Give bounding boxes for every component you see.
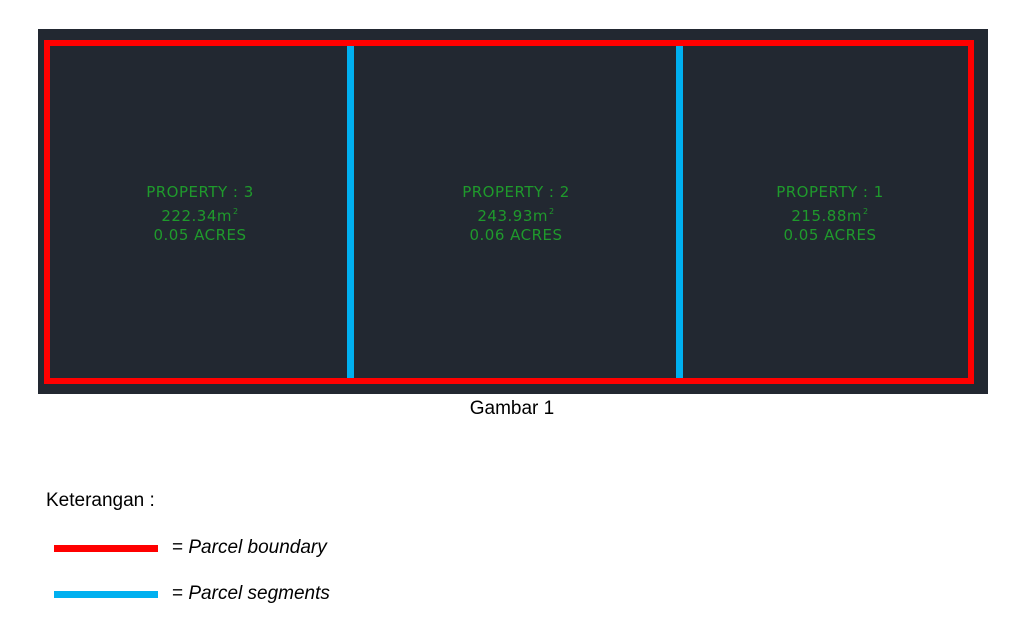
parcel-label-property-2: PROPERTY : 2 243.93m2 0.06 ACRES <box>416 183 616 245</box>
legend-item-parcel-segments: = Parcel segments <box>54 582 330 606</box>
parcel-name: PROPERTY : 3 <box>146 183 254 201</box>
parcel-acres: 0.05 ACRES <box>153 226 247 244</box>
legend-title: Keterangan : <box>46 490 155 511</box>
parcel-area: 222.34m2 <box>161 207 239 225</box>
legend-item-parcel-boundary: = Parcel boundary <box>54 536 327 560</box>
legend-label: = Parcel segments <box>172 583 330 604</box>
legend-label: = Parcel boundary <box>172 537 327 558</box>
parcel-label-property-1: PROPERTY : 1 215.88m2 0.05 ACRES <box>730 183 930 245</box>
parcel-area: 215.88m2 <box>791 207 869 225</box>
drawing-canvas <box>38 29 988 394</box>
parcel-segment-line-2 <box>676 46 683 378</box>
parcel-name: PROPERTY : 1 <box>776 183 884 201</box>
parcel-segment-line-1 <box>347 46 354 378</box>
parcel-area: 243.93m2 <box>477 207 555 225</box>
parcel-name: PROPERTY : 2 <box>462 183 570 201</box>
parcel-boundary-line <box>44 40 974 384</box>
parcel-acres: 0.06 ACRES <box>469 226 563 244</box>
legend-swatch-blue <box>54 590 158 598</box>
parcel-label-property-3: PROPERTY : 3 222.34m2 0.05 ACRES <box>100 183 300 245</box>
figure-caption: Gambar 1 <box>469 398 555 419</box>
parcel-acres: 0.05 ACRES <box>783 226 877 244</box>
legend-swatch-red <box>54 544 158 552</box>
